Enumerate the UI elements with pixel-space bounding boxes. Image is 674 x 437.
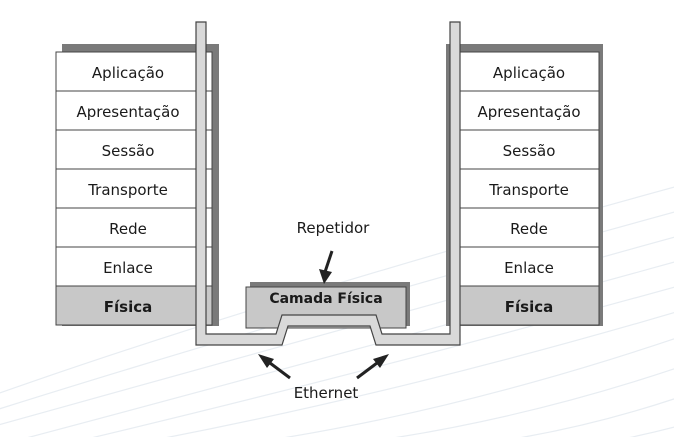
layer-label: Enlace [103, 259, 153, 277]
left-stack-layers: Aplicação Apresentação Sessão Transporte… [56, 52, 212, 325]
layer-label: Sessão [102, 142, 155, 160]
right-ethernet-arrow-icon [357, 354, 389, 378]
physical-layer-label: Física [104, 298, 152, 316]
right-stack-layers: Aplicação Apresentação Sessão Transporte… [454, 52, 599, 325]
left-osi-stack: Aplicação Apresentação Sessão Transporte… [56, 44, 219, 326]
layer-label: Aplicação [493, 64, 565, 82]
layer-label: Rede [109, 220, 147, 238]
physical-layer-label: Física [505, 298, 553, 316]
layer-label: Apresentação [76, 103, 179, 121]
repeater-arrow-icon [319, 251, 332, 284]
decor-line [420, 390, 674, 437]
layer-label: Transporte [87, 181, 168, 199]
layer-label: Transporte [488, 181, 569, 199]
layer-label: Aplicação [92, 64, 164, 82]
layer-label: Sessão [503, 142, 556, 160]
repeater-layer-label: Camada Física [269, 291, 382, 307]
decor-line [560, 420, 674, 437]
layer-label: Rede [510, 220, 548, 238]
layer-label: Apresentação [477, 103, 580, 121]
layer-label: Enlace [504, 259, 554, 277]
repeater-label: Repetidor [297, 219, 370, 237]
right-osi-stack: Aplicação Apresentação Sessão Transporte… [446, 44, 603, 326]
decor-line [200, 330, 674, 437]
ethernet-label: Ethernet [294, 384, 359, 402]
